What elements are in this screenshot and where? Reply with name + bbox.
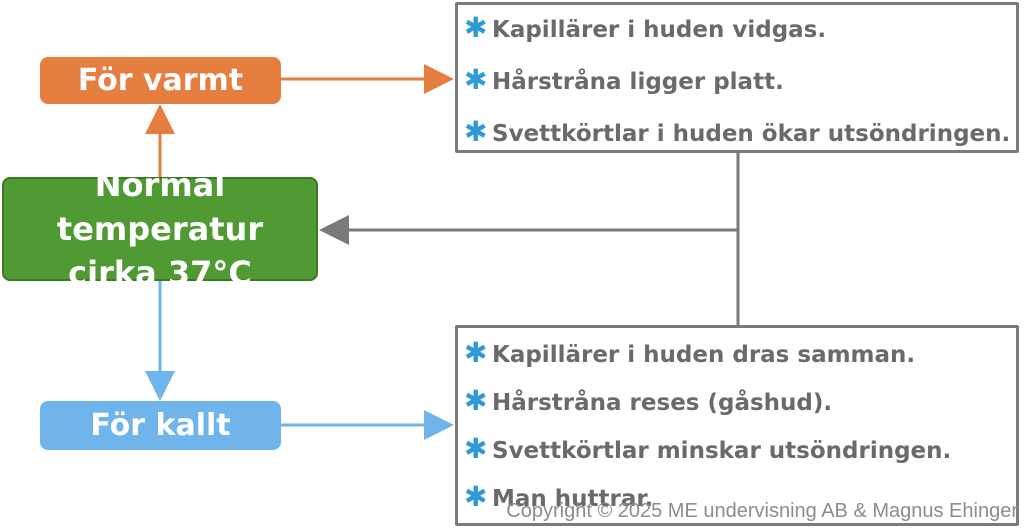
- warm-response-item: ✱Svettkörtlar i huden ökar utsöndringen.: [464, 117, 1010, 149]
- cold-response-item: ✱Man huttrar.: [464, 482, 653, 514]
- asterisk-icon: ✱: [464, 11, 488, 44]
- cold-responses-box: ✱Kapillärer i huden dras samman. ✱Hårstr…: [455, 325, 1019, 526]
- cold-response-item: ✱Hårstråna reses (gåshud).: [464, 386, 832, 418]
- asterisk-icon: ✱: [464, 336, 488, 369]
- asterisk-icon: ✱: [464, 480, 488, 513]
- too-warm-label: För varmt: [77, 63, 244, 98]
- asterisk-icon: ✱: [464, 115, 488, 148]
- cold-response-text: Hårstråna reses (gåshud).: [492, 390, 833, 416]
- cold-response-text: Man huttrar.: [492, 486, 654, 512]
- warm-response-item: ✱Hårstråna ligger platt.: [464, 65, 784, 97]
- cold-response-item: ✱Kapillärer i huden dras samman.: [464, 338, 915, 370]
- warm-response-item: ✱Kapillärer i huden vidgas.: [464, 13, 826, 45]
- too-cold-node: För kallt: [40, 401, 281, 450]
- asterisk-icon: ✱: [464, 432, 488, 465]
- warm-response-text: Svettkörtlar i huden ökar utsöndringen.: [492, 121, 1011, 147]
- warm-response-text: Hårstråna ligger platt.: [492, 69, 784, 95]
- normal-temperature-label: Normal temperatur: [56, 166, 264, 248]
- asterisk-icon: ✱: [464, 384, 488, 417]
- asterisk-icon: ✱: [464, 63, 488, 96]
- cold-response-item: ✱Svettkörtlar minskar utsöndringen.: [464, 434, 951, 466]
- cold-response-text: Kapillärer i huden dras samman.: [492, 342, 916, 368]
- too-cold-label: För kallt: [90, 408, 231, 443]
- warm-responses-box: ✱Kapillärer i huden vidgas. ✱Hårstråna l…: [455, 2, 1019, 153]
- warm-response-text: Kapillärer i huden vidgas.: [492, 17, 827, 43]
- normal-temperature-value: cirka 37°C: [68, 254, 252, 292]
- copyright-notice: Copyright © 2025 ME undervisning AB & Ma…: [506, 500, 1018, 522]
- too-warm-node: För varmt: [40, 57, 281, 104]
- normal-temperature-node: Normal temperatur cirka 37°C: [2, 166, 318, 292]
- cold-response-text: Svettkörtlar minskar utsöndringen.: [492, 438, 952, 464]
